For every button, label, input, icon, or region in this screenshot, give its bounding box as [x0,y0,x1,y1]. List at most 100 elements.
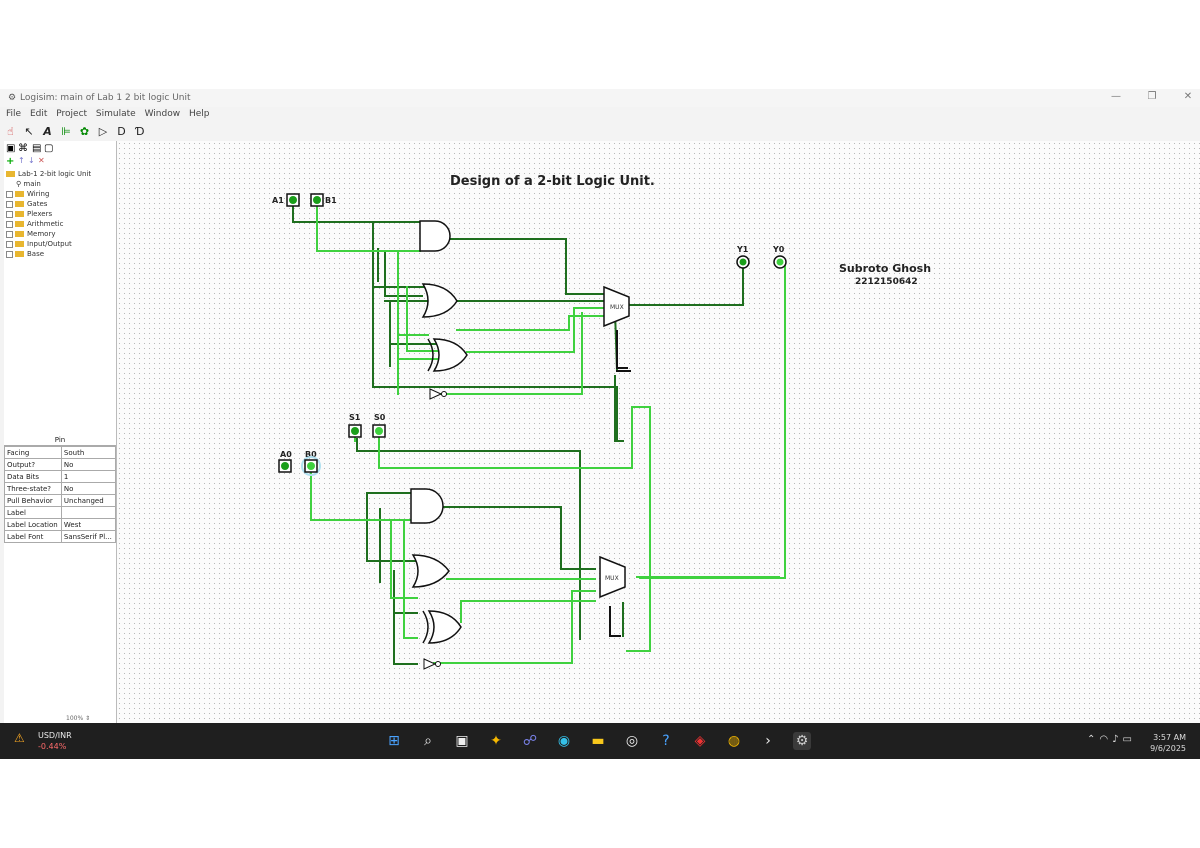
appearance-view-icon[interactable]: ▢ [44,143,53,154]
market-widget[interactable]: ⚠ USD/INR -0.44% [14,731,25,745]
simulation-view-icon[interactable]: ⌘ [18,143,28,154]
move-up-icon[interactable]: ↑ [18,156,25,165]
menu-window[interactable]: Window [145,109,181,119]
edge-icon[interactable]: ◉ [555,732,573,750]
expand-icon[interactable] [6,241,13,248]
input-pin-b0[interactable] [302,457,320,475]
toolbox-view-icon[interactable]: ▣ [6,143,15,154]
input-pin-a1[interactable] [287,194,299,206]
file-explorer-icon[interactable]: ▬ [589,732,607,750]
not-gate-upper-bubble [442,392,447,397]
attr-key: Label Font [5,531,62,543]
and-gate-upper[interactable] [420,221,450,251]
tree-item-base[interactable]: Base [6,249,91,259]
attr-value[interactable]: 1 [61,471,115,483]
input-pin-a0[interactable] [279,460,291,472]
expand-icon[interactable] [6,221,13,228]
search-icon[interactable]: ⌕ [419,732,437,750]
teams-icon[interactable]: ☍ [521,732,539,750]
attr-value[interactable]: West [61,519,115,531]
tree-item-project[interactable]: Lab-1 2-bit logic Unit [6,169,91,179]
output-pin-y1[interactable] [737,256,749,268]
or-gate-lower[interactable] [413,555,449,587]
tree-item-input-output[interactable]: Input/Output [6,239,91,249]
menu-edit[interactable]: Edit [30,109,47,119]
attr-row-label-location[interactable]: Label LocationWest [5,519,116,531]
menu-simulate[interactable]: Simulate [96,109,136,119]
maximize-button[interactable]: ❐ [1142,91,1162,102]
add-circuit-icon[interactable]: + [6,156,14,167]
output-pin-tool-icon[interactable]: ✿ [78,125,91,138]
expand-icon[interactable] [6,251,13,258]
mcafee-icon[interactable]: ◈ [691,732,709,750]
attr-row-output[interactable]: Output?No [5,459,116,471]
and-gate-tool-icon[interactable]: D [115,125,128,138]
xor-gate-upper[interactable] [434,339,467,371]
terminal-icon[interactable]: › [759,732,777,750]
attr-row-three-state[interactable]: Three-state?No [5,483,116,495]
expand-icon[interactable] [6,191,13,198]
system-tray: ⌃◠♪▭ [1087,734,1136,745]
delete-circuit-icon[interactable]: ✕ [38,156,45,165]
poke-tool-icon[interactable]: ☝ [4,125,17,138]
input-pin-tool-icon[interactable]: ⊫ [60,125,73,138]
start-icon[interactable]: ⊞ [385,732,403,750]
copilot-icon[interactable]: ✦ [487,732,505,750]
attr-value[interactable]: SansSerif Pl... [61,531,115,543]
tree-item-gates[interactable]: Gates [6,199,91,209]
attr-value[interactable] [61,507,115,519]
chevron-up-icon[interactable]: ⌃ [1087,734,1099,745]
tree-item-wiring[interactable]: Wiring [6,189,91,199]
attr-value[interactable]: Unchanged [61,495,115,507]
circuit-schematic[interactable]: MUX MUX [117,141,1200,723]
attr-value[interactable]: South [61,447,115,459]
not-gate-upper[interactable] [430,389,441,399]
not-gate-lower[interactable] [424,659,435,669]
input-pin-b1[interactable] [311,194,323,206]
menu-project[interactable]: Project [56,109,87,119]
input-pin-s1[interactable] [349,425,361,437]
tree-item-main[interactable]: ⚲ main [6,179,91,189]
zoom-spinner-icon[interactable]: ⇕ [85,715,90,722]
move-down-icon[interactable]: ↓ [28,156,35,165]
select-tool-icon[interactable]: ↖ [23,125,36,138]
tree-item-arithmetic[interactable]: Arithmetic [6,219,91,229]
text-tool-icon[interactable]: A [41,125,54,138]
attr-value[interactable]: No [61,483,115,495]
attr-row-pull-behavior[interactable]: Pull BehaviorUnchanged [5,495,116,507]
clock[interactable]: 3:57 AM 9/6/2025 [1150,732,1186,754]
or-gate-tool-icon[interactable]: Ɗ [134,125,147,138]
or-gate-upper[interactable] [423,284,457,317]
attr-value[interactable]: No [61,459,115,471]
and-gate-lower[interactable] [411,489,443,523]
battery-icon[interactable]: ▭ [1123,734,1136,745]
help-icon[interactable]: ? [657,732,675,750]
input-pin-s0[interactable] [373,425,385,437]
logisim-taskbar-icon[interactable]: ⚙ [793,732,811,750]
minimize-button[interactable]: — [1106,91,1126,102]
not-gate-lower-bubble [436,662,441,667]
menu-file[interactable]: File [6,109,21,119]
wifi-icon[interactable]: ◠ [1099,734,1112,745]
attr-row-facing[interactable]: FacingSouth [5,447,116,459]
tree-item-plexers[interactable]: Plexers [6,209,91,219]
xor-gate-lower[interactable] [429,611,461,643]
github-icon[interactable]: ◎ [623,732,641,750]
layout-view-icon[interactable]: ▤ [32,143,41,154]
chrome-icon[interactable]: ◍ [725,732,743,750]
zoom-control[interactable]: 100% ⇕ [66,715,90,722]
menu-help[interactable]: Help [189,109,210,119]
expand-icon[interactable] [6,231,13,238]
expand-icon[interactable] [6,201,13,208]
attr-row-label[interactable]: Label [5,507,116,519]
volume-icon[interactable]: ♪ [1112,734,1122,745]
tree-item-memory[interactable]: Memory [6,229,91,239]
close-button[interactable]: ✕ [1178,91,1198,102]
output-pin-y0[interactable] [774,256,786,268]
task-view-icon[interactable]: ▣ [453,732,471,750]
circuit-canvas[interactable]: Design of a 2-bit Logic Unit. Subroto Gh… [117,141,1200,723]
attr-row-data-bits[interactable]: Data Bits1 [5,471,116,483]
attr-row-label-font[interactable]: Label FontSansSerif Pl... [5,531,116,543]
expand-icon[interactable] [6,211,13,218]
not-gate-tool-icon[interactable]: ▷ [97,125,110,138]
